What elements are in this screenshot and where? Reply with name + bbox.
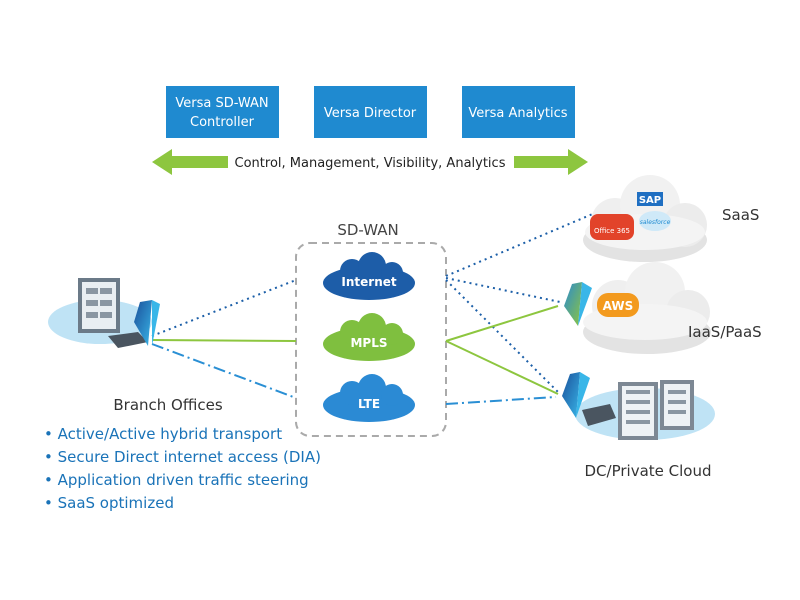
salesforce-logo bbox=[639, 211, 671, 231]
internet-iaas-link bbox=[445, 277, 561, 303]
iaas-versa-flag-icon bbox=[564, 282, 582, 326]
office365-text: Office 365 bbox=[594, 227, 630, 235]
director-label: Versa Director bbox=[324, 106, 417, 121]
controller-label-line1: Versa SD-WAN bbox=[175, 96, 268, 111]
aws-logo bbox=[597, 293, 639, 317]
sdwan-title: SD-WAN bbox=[337, 221, 398, 239]
lte-cloud: LTE bbox=[323, 374, 415, 422]
sap-logo-text: SAP bbox=[639, 195, 661, 206]
versa-director-box: Versa Director bbox=[314, 86, 427, 138]
dc-private-cloud-icon bbox=[562, 372, 715, 440]
bullet-item: • Secure Direct internet access (DIA) bbox=[44, 448, 321, 466]
bullet-item: • SaaS optimized bbox=[44, 494, 174, 512]
bullet-item: • Active/Active hybrid transport bbox=[44, 425, 282, 443]
versa-controller-box: Versa SD-WAN Controller bbox=[166, 86, 279, 138]
lte-label: LTE bbox=[358, 397, 380, 411]
control-arrow-label: Control, Management, Visibility, Analyti… bbox=[235, 156, 506, 171]
saas-label: SaaS bbox=[722, 206, 759, 224]
internet-label: Internet bbox=[341, 275, 396, 289]
connection-lines bbox=[151, 212, 596, 405]
versa-analytics-box: Versa Analytics bbox=[462, 86, 575, 138]
dc-router-icon bbox=[582, 404, 616, 426]
office365-logo bbox=[590, 214, 634, 240]
branch-router-icon bbox=[108, 332, 148, 348]
iaas-label: IaaS/PaaS bbox=[688, 323, 762, 341]
branch-internet-link bbox=[151, 279, 297, 337]
branch-versa-flag-icon bbox=[134, 300, 152, 346]
iaas-cloud-icon: AWS bbox=[564, 262, 711, 354]
saas-cloud-icon: SAP Office 365 salesforce bbox=[583, 175, 707, 262]
mpls-label: MPLS bbox=[350, 336, 387, 350]
dc-label: DC/Private Cloud bbox=[585, 462, 712, 480]
bullet-item: • Application driven traffic steering bbox=[44, 471, 309, 489]
salesforce-text: salesforce bbox=[640, 219, 671, 226]
internet-dc-link bbox=[445, 279, 559, 393]
branch-lte-link bbox=[151, 343, 297, 399]
sdwan-container bbox=[295, 242, 447, 437]
branch-office-icon bbox=[48, 278, 160, 348]
mpls-dc-link bbox=[445, 340, 559, 395]
analytics-label: Versa Analytics bbox=[468, 106, 567, 121]
mpls-cloud: MPLS bbox=[323, 313, 415, 361]
branch-mpls-link bbox=[151, 339, 297, 342]
internet-cloud: Internet bbox=[323, 252, 415, 300]
aws-text: AWS bbox=[603, 299, 634, 313]
controller-label-line2: Controller bbox=[190, 115, 255, 130]
branch-title: Branch Offices bbox=[113, 396, 222, 414]
control-arrow: Control, Management, Visibility, Analyti… bbox=[152, 149, 588, 175]
branch-bullets: • Active/Active hybrid transport • Secur… bbox=[44, 425, 321, 512]
dc-versa-flag-icon bbox=[562, 372, 580, 418]
sap-logo bbox=[637, 192, 663, 206]
internet-saas-link bbox=[445, 212, 596, 277]
lte-dc-link bbox=[445, 396, 557, 405]
mpls-iaas-link bbox=[445, 305, 559, 342]
